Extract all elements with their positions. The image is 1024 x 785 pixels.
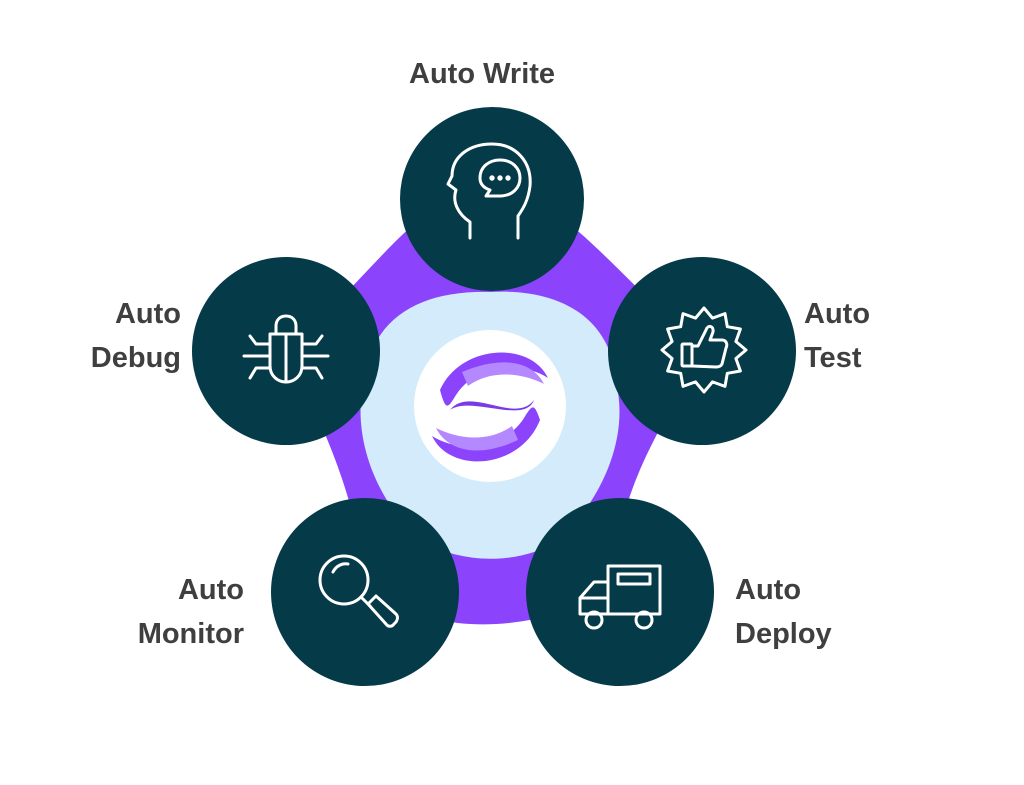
label-auto-test: Auto Test [804,292,870,380]
label-auto-debug-line1: Auto [114,298,181,330]
label-auto-debug-line2: Debug [90,342,181,374]
label-auto-write-text: Auto Write [409,58,556,90]
label-auto-debug: Auto Debug [76,292,181,380]
node-auto-test[interactable] [608,257,796,445]
label-auto-write: Auto Write [409,52,555,96]
label-auto-deploy-line2: Deploy [735,618,832,650]
node-auto-deploy[interactable] [526,498,714,686]
label-auto-monitor: Auto Monitor [120,568,244,656]
thumbs-up-badge-icon [660,306,748,394]
head-speech-icon [446,142,532,240]
bug-icon [242,314,330,384]
node-auto-monitor[interactable] [271,498,459,686]
label-auto-deploy-line1: Auto [735,574,802,606]
node-auto-debug[interactable] [192,257,380,445]
delivery-truck-icon [578,564,662,630]
node-auto-write[interactable] [400,107,584,291]
brand-logo-icon [414,330,566,482]
label-auto-monitor-line1: Auto [177,574,244,606]
magnifier-icon [318,554,399,628]
label-auto-test-line1: Auto [804,298,871,330]
label-auto-deploy: Auto Deploy [735,568,832,656]
label-auto-monitor-line2: Monitor [137,618,244,650]
label-auto-test-line2: Test [804,342,862,374]
